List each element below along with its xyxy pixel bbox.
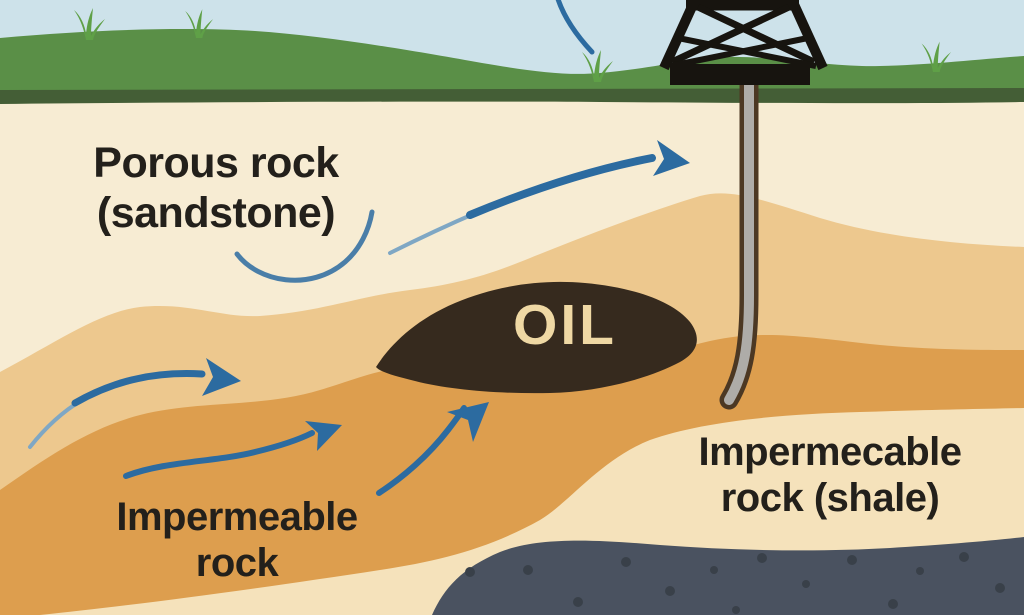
grass-tuft-icon (582, 50, 613, 82)
well-pipe (719, 74, 759, 410)
flow-arrowhead-left (202, 358, 241, 396)
label-shale-line1: Impermecable (698, 430, 962, 474)
flow-arrow-left (71, 370, 206, 407)
flow-arrows (28, 0, 690, 496)
label-porous-rock: Porous rock (sandstone) (66, 139, 366, 239)
label-impermeable-line2: rock (195, 541, 279, 586)
flow-arrowhead-main (653, 140, 690, 176)
flow-arrow-lower (123, 430, 315, 479)
flow-arrow-surface (555, 0, 595, 55)
flow-arrowhead-lower (305, 421, 342, 451)
flow-arrowhead-to-oil (447, 402, 489, 442)
label-impermeable-line1: Impermeable (116, 495, 358, 539)
flow-arrow-main (466, 154, 656, 219)
label-oil: OIL (513, 293, 617, 357)
well-pipe-bore (724, 77, 754, 405)
label-porous-line1: Porous rock (93, 139, 339, 187)
grass-tuft-icon (185, 9, 214, 38)
derrick-base (670, 64, 810, 85)
flow-swoosh (234, 209, 375, 283)
grass-tuft-icon (74, 8, 105, 40)
oil-derrick-icon (659, 0, 828, 85)
oil-deposit (376, 281, 697, 394)
label-shale-rock: Impermecable rock (shale) (680, 429, 980, 522)
grass-tuft-icon (921, 41, 952, 72)
shale-speckles (465, 552, 1005, 614)
label-porous-line2: (sandstone) (96, 188, 336, 237)
label-impermeable-rock: Impermeable rock (87, 494, 387, 587)
label-shale-line2: rock (shale) (720, 476, 940, 521)
shale-layer (432, 537, 1024, 615)
grass-tufts (74, 8, 952, 82)
